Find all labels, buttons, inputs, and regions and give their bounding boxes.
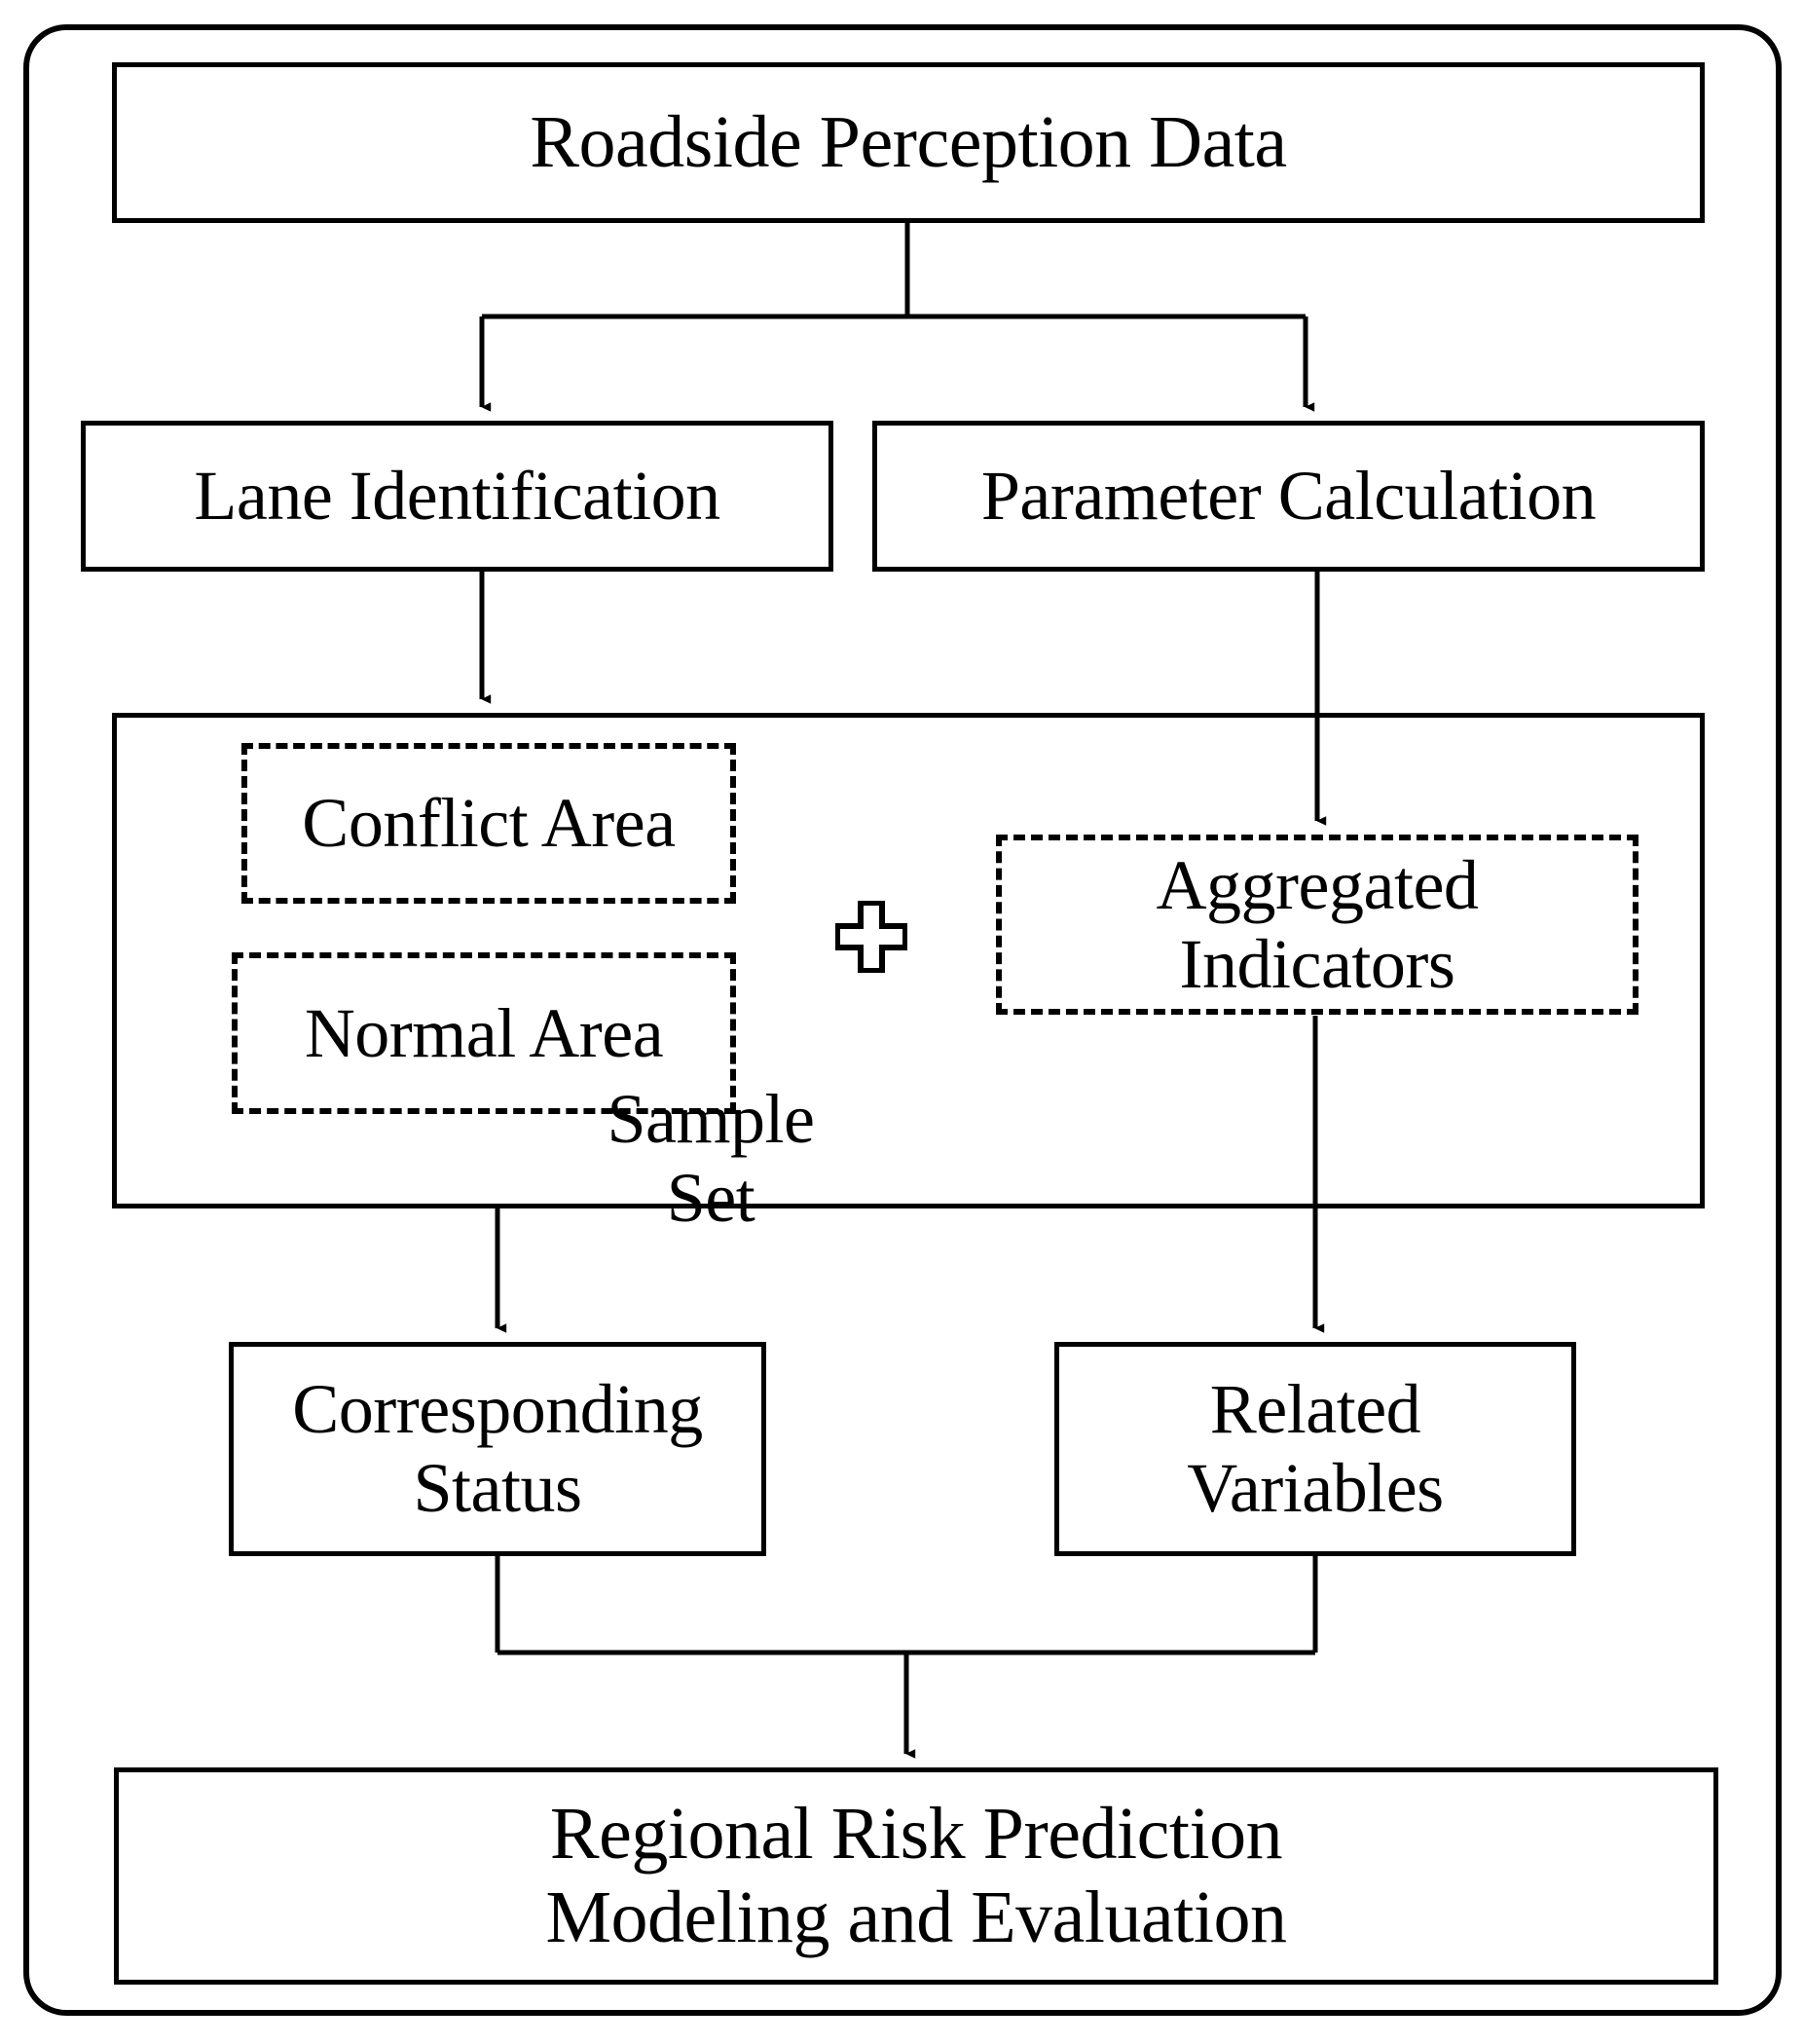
node-related-variables-label: Related Variables <box>1187 1370 1444 1527</box>
node-lane-identification-label: Lane Identification <box>194 457 720 536</box>
node-normal-area-label: Normal Area <box>304 993 664 1072</box>
node-lane-identification[interactable]: Lane Identification <box>81 421 833 572</box>
node-conflict-area-label: Conflict Area <box>302 784 676 863</box>
node-aggregated-indicators[interactable]: Aggregated Indicators <box>996 835 1638 1015</box>
node-roadside-perception-data-label: Roadside Perception Data <box>530 100 1287 183</box>
node-parameter-calculation[interactable]: Parameter Calculation <box>872 421 1705 572</box>
node-sample-set-label: Sample Set <box>607 1080 815 1237</box>
node-sample-set-container[interactable] <box>112 713 1705 1208</box>
node-regional-risk-prediction[interactable]: Regional Risk Prediction Modeling and Ev… <box>114 1767 1718 1985</box>
node-sample-set-label-wrap: Sample Set <box>560 1080 862 1237</box>
node-aggregated-indicators-label: Aggregated Indicators <box>1156 845 1479 1003</box>
node-regional-risk-prediction-label: Regional Risk Prediction Modeling and Ev… <box>545 1793 1287 1958</box>
diagram-outer-frame <box>23 24 1782 2016</box>
node-parameter-calculation-label: Parameter Calculation <box>980 457 1597 536</box>
node-related-variables[interactable]: Related Variables <box>1054 1342 1576 1556</box>
node-roadside-perception-data[interactable]: Roadside Perception Data <box>112 62 1705 223</box>
node-conflict-area[interactable]: Conflict Area <box>241 743 736 904</box>
plus-icon <box>835 901 907 973</box>
edge-roadside-to-split <box>482 223 1306 319</box>
edge-merge-to-regional-risk-prediction <box>495 1556 1318 1759</box>
node-corresponding-status[interactable]: Corresponding Status <box>229 1342 766 1556</box>
node-normal-area[interactable]: Normal Area <box>232 952 736 1114</box>
node-corresponding-status-label: Corresponding Status <box>292 1370 703 1527</box>
